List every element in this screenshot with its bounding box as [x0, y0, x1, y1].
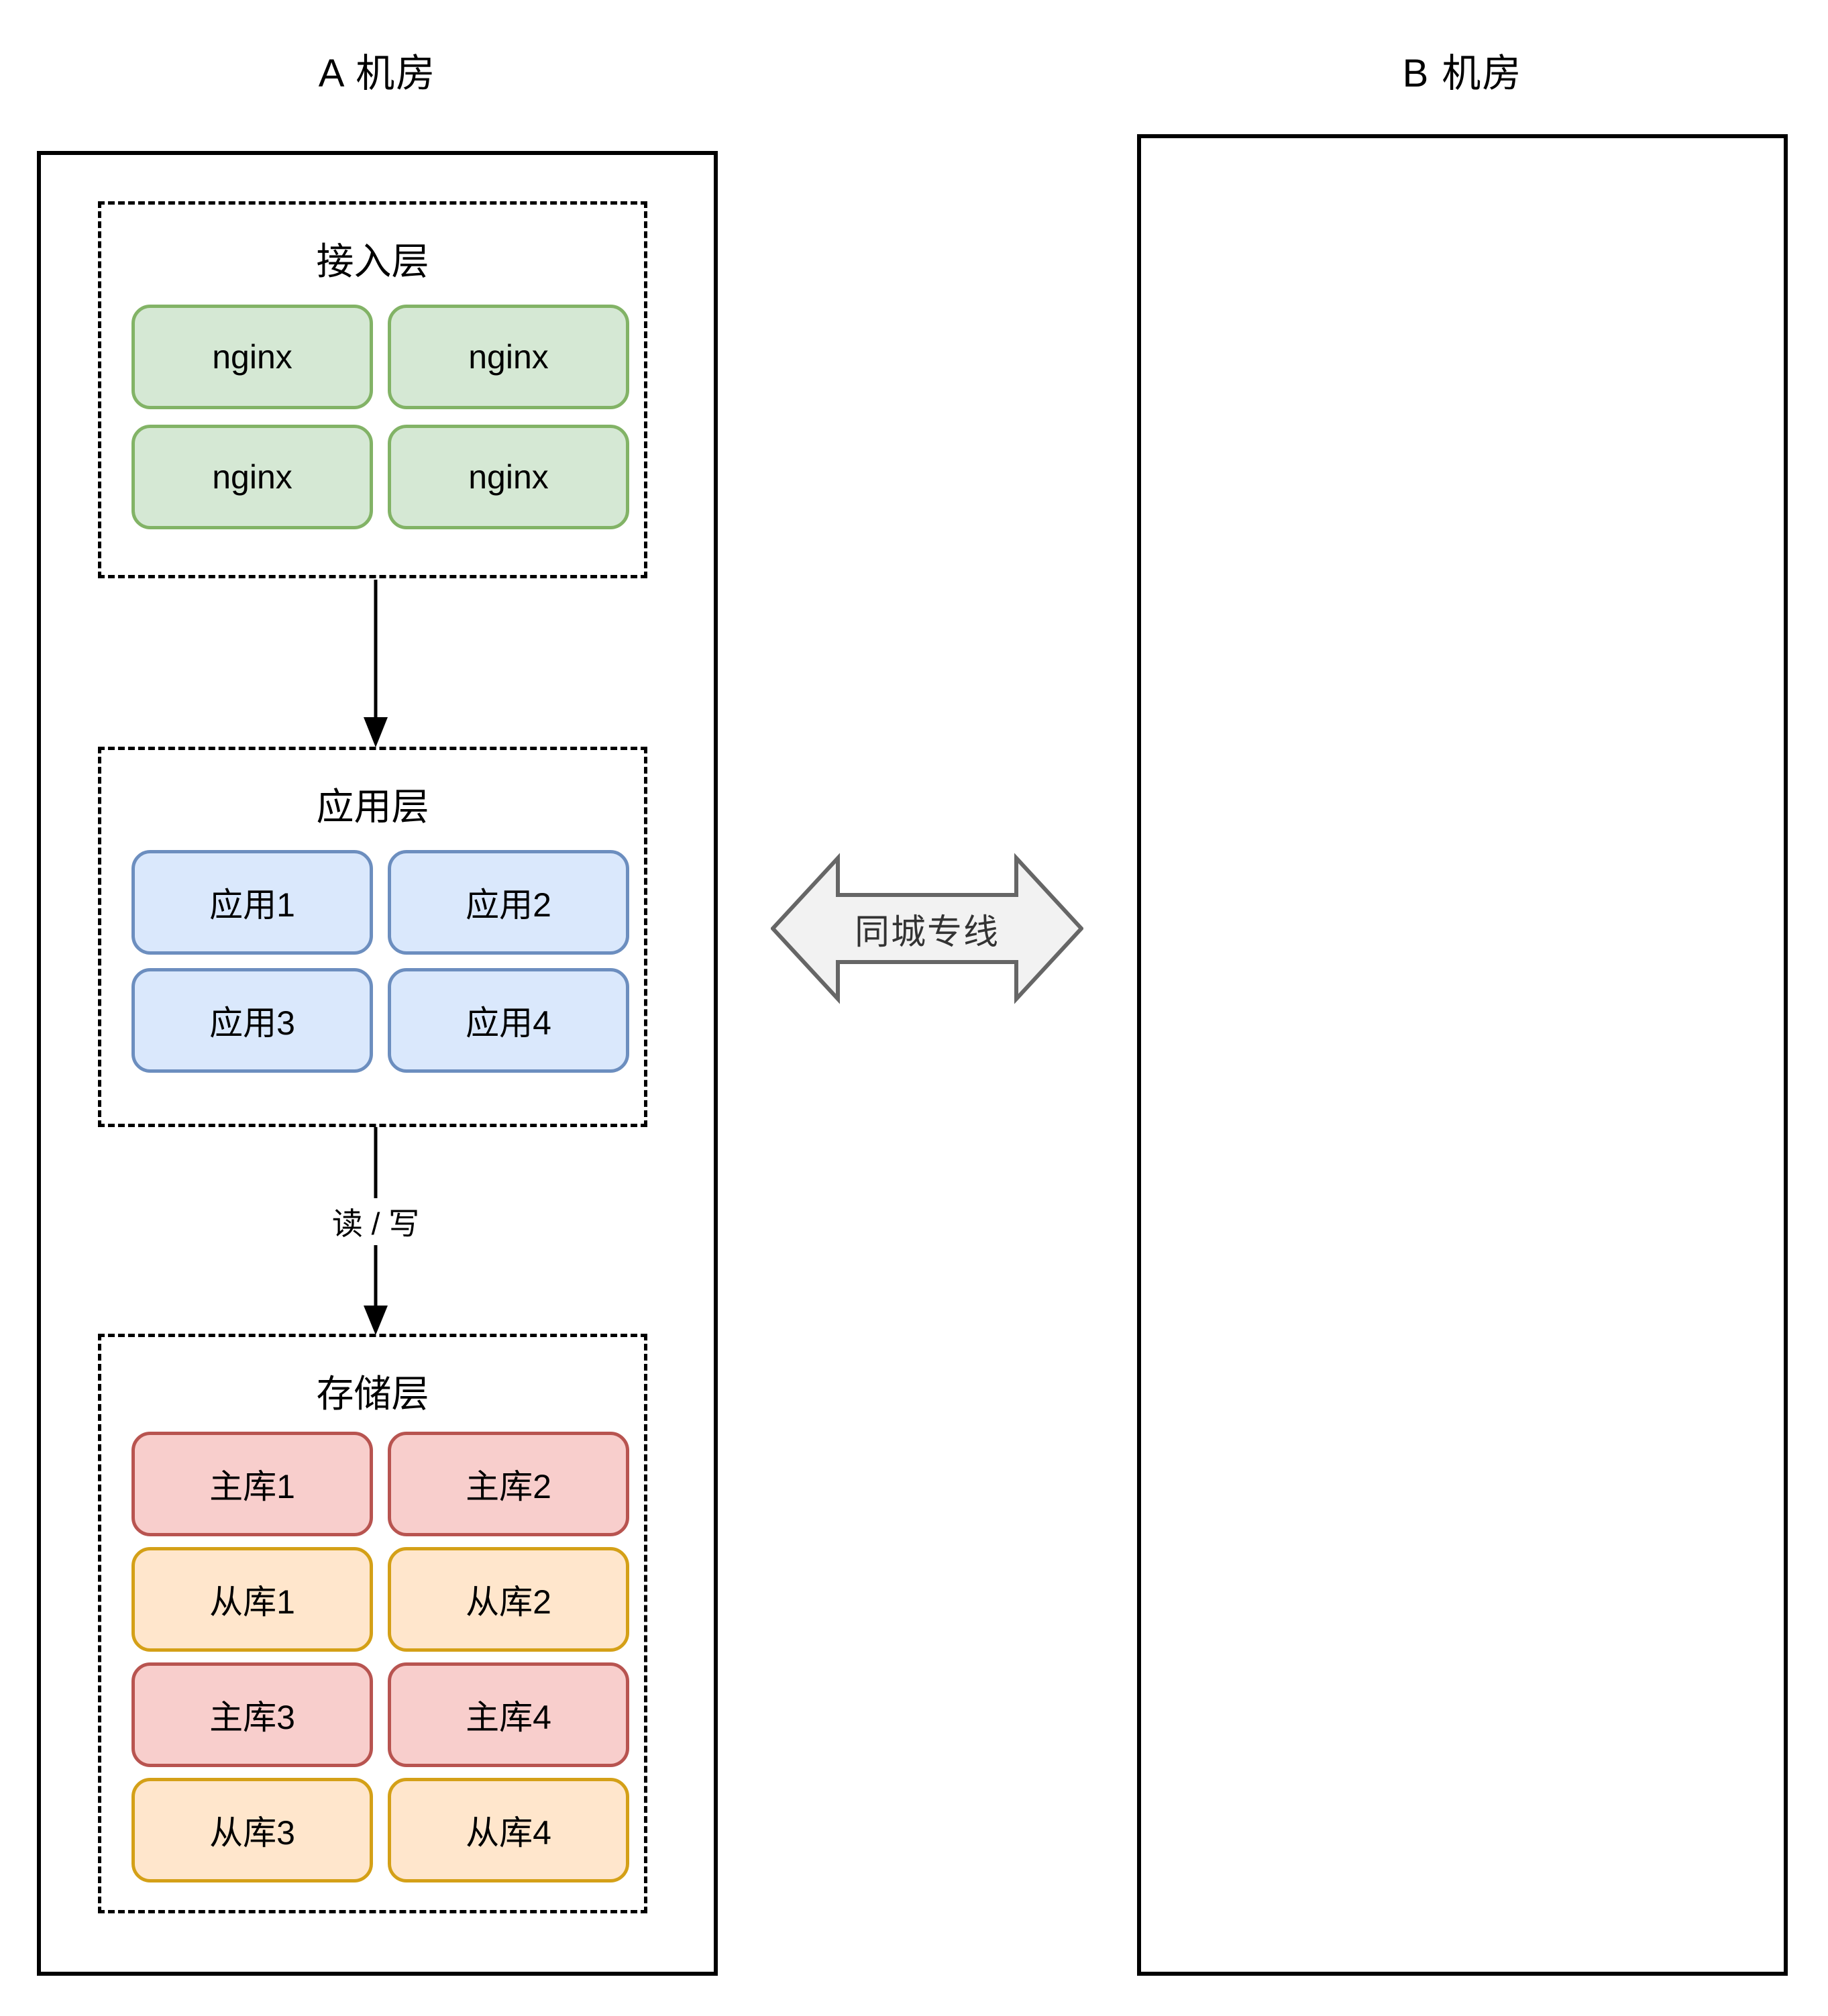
- app-node: 应用1: [131, 850, 373, 955]
- intercity-link-label: 同城专线: [854, 912, 1000, 952]
- app-node: 应用3: [131, 968, 373, 1073]
- storage-node-grid: 主库1 主库2 从库1 从库2 主库3 主库4 从库3 从库4: [131, 1432, 629, 1882]
- master-db-node: 主库4: [388, 1662, 629, 1767]
- nginx-node: nginx: [131, 305, 373, 409]
- app-node: 应用2: [388, 850, 629, 955]
- slave-db-node: 从库2: [388, 1547, 629, 1652]
- nginx-node: nginx: [388, 425, 629, 529]
- slave-db-node: 从库1: [131, 1547, 373, 1652]
- master-db-node: 主库3: [131, 1662, 373, 1767]
- master-db-node: 主库2: [388, 1432, 629, 1536]
- read-write-label: 读 / 写: [319, 1198, 432, 1245]
- storage-layer-section: 存储层 主库1 主库2 从库1 从库2 主库3 主库4 从库3 从库4: [98, 1334, 647, 1913]
- app-node: 应用4: [388, 968, 629, 1073]
- dc-b-box: [1137, 134, 1788, 1976]
- slave-db-node: 从库3: [131, 1778, 373, 1882]
- flow-arrow-access-to-app: [364, 580, 388, 747]
- dc-b-title: B 机房: [1402, 52, 1523, 95]
- intercity-link-arrow-icon: [771, 853, 1083, 1004]
- app-layer-section: 应用层 应用1 应用2 应用3 应用4: [98, 747, 647, 1127]
- access-layer-title: 接入层: [316, 240, 429, 282]
- storage-layer-title: 存储层: [316, 1373, 429, 1415]
- nginx-node: nginx: [131, 425, 373, 529]
- access-node-grid: nginx nginx nginx nginx: [131, 305, 629, 529]
- app-layer-title: 应用层: [316, 786, 429, 828]
- slave-db-node: 从库4: [388, 1778, 629, 1882]
- dc-a-title: A 机房: [318, 52, 437, 95]
- app-node-grid: 应用1 应用2 应用3 应用4: [131, 850, 629, 1073]
- nginx-node: nginx: [388, 305, 629, 409]
- access-layer-section: 接入层 nginx nginx nginx nginx: [98, 201, 647, 578]
- master-db-node: 主库1: [131, 1432, 373, 1536]
